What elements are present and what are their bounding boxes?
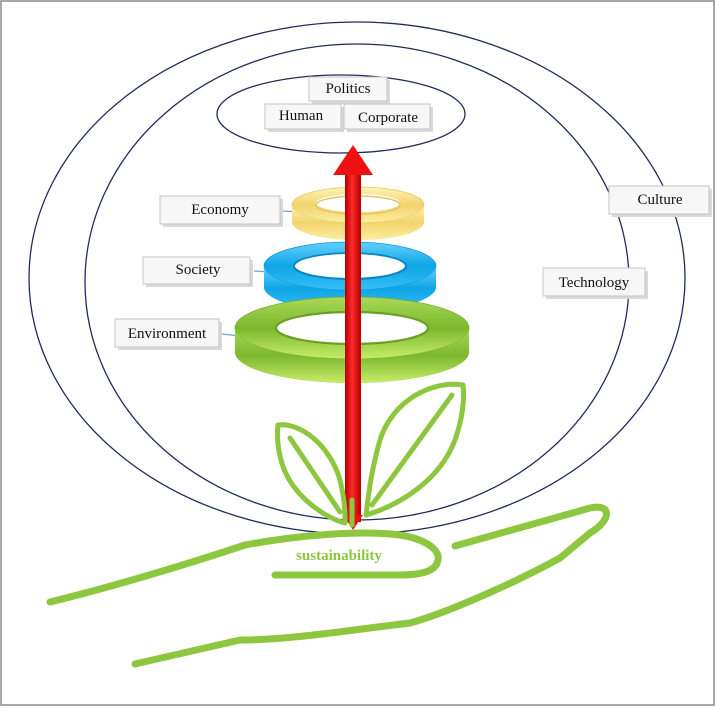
hand-icon (46, 503, 610, 668)
environment-text: Environment (128, 326, 207, 342)
corporate-label: Corporate (343, 103, 433, 132)
technology-label: Technology (542, 267, 648, 299)
human-text: Human (279, 108, 324, 124)
politics-text: Politics (325, 81, 370, 97)
politics-label: Politics (308, 76, 390, 104)
economy-text: Economy (191, 202, 249, 218)
plant-icon (274, 381, 467, 528)
human-label: Human (264, 103, 344, 132)
economy-label: Economy (159, 195, 283, 227)
growth-arrow (333, 145, 373, 530)
politics-ellipse (216, 74, 466, 154)
corporate-text: Corporate (358, 110, 418, 126)
sustainability-text: sustainability (296, 548, 382, 564)
technology-text: Technology (559, 275, 630, 291)
society-label: Society (142, 256, 253, 287)
environment-label: Environment (114, 318, 222, 350)
culture-label: Culture (608, 185, 712, 217)
culture-text: Culture (638, 192, 683, 208)
society-text: Society (176, 262, 221, 278)
